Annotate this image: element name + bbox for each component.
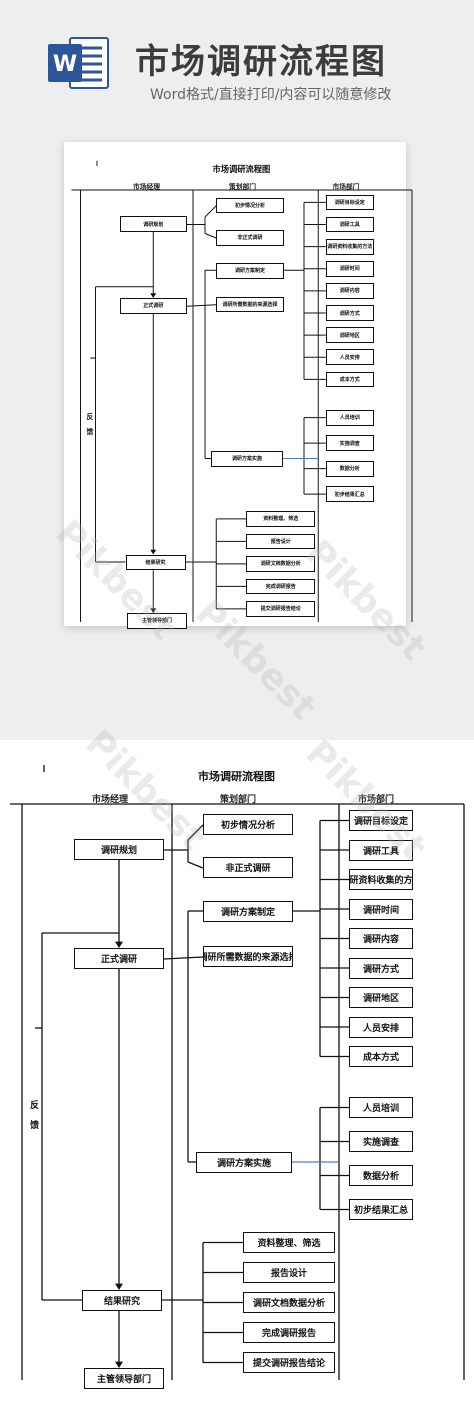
node-preliminary-analysis: 初步情况分析 bbox=[216, 197, 284, 214]
feedback-label: 反 bbox=[86, 412, 94, 421]
node-formal-research: 正式调研 bbox=[74, 948, 164, 969]
flowchart-title: 市场调研流程图 bbox=[198, 770, 275, 783]
arrow-head-icon bbox=[115, 1283, 123, 1290]
node-implement-item: 实施调查 bbox=[349, 1131, 413, 1152]
node-design-item: 调研地区 bbox=[349, 987, 413, 1008]
connector-formal-source bbox=[186, 304, 217, 307]
node-implement-item: 数据分析 bbox=[325, 460, 374, 477]
flowchart-thumbnail: 市场调研流程图市场经理策划部门市场部门调研规划正式调研结果研究主管领导部门反馈初… bbox=[64, 142, 420, 629]
node-result-item: 资料整理、筛选 bbox=[243, 1232, 335, 1253]
node-design-item: 调研目标设定 bbox=[325, 194, 374, 211]
node-formal-research: 正式调研 bbox=[119, 298, 187, 314]
node-result-item: 调研文档数据分析 bbox=[246, 556, 316, 572]
connector-plan-branch bbox=[187, 824, 204, 841]
lane-label-market-dept: 市场部门 bbox=[332, 183, 360, 191]
connector-plan-branch bbox=[187, 861, 204, 869]
arrow-head-icon bbox=[150, 549, 157, 555]
node-result-item: 完成调研报告 bbox=[246, 578, 316, 595]
node-design-item: 调研时间 bbox=[349, 898, 413, 920]
connector-plan-branch bbox=[204, 233, 217, 239]
node-submit-leadership: 主管领导部门 bbox=[127, 613, 187, 629]
node-implement-item: 人员培训 bbox=[325, 409, 374, 426]
node-result-item: 调研文档数据分析 bbox=[243, 1292, 335, 1313]
connector-plan-branch bbox=[204, 205, 217, 218]
document-thumbnail: 市场调研流程图市场经理策划部门市场部门调研规划正式调研结果研究主管领导部门反馈初… bbox=[64, 142, 413, 629]
node-design-item: 调研时间 bbox=[325, 260, 374, 277]
arrow-head-icon bbox=[150, 293, 157, 298]
node-submit-leadership: 主管领导部门 bbox=[84, 1368, 164, 1389]
node-design-item: 调研资料收集的方法 bbox=[349, 869, 413, 890]
node-preliminary-analysis: 初步情况分析 bbox=[203, 814, 293, 835]
node-design-item: 调研内容 bbox=[325, 283, 374, 299]
flowchart-title: 市场调研流程图 bbox=[212, 164, 271, 174]
lane-label-market-manager: 市场经理 bbox=[92, 795, 129, 805]
lane-label-market-dept: 市场部门 bbox=[358, 795, 395, 805]
node-research-plan: 调研规划 bbox=[74, 839, 164, 860]
node-plan-implement: 调研方案实施 bbox=[211, 451, 283, 467]
flowchart: 市场调研流程图市场经理策划部门市场部门调研规划正式调研结果研究主管领导部门反馈初… bbox=[0, 740, 474, 1389]
banner-title: 市场调研流程图 bbox=[135, 42, 387, 82]
node-design-item: 人员安排 bbox=[349, 1016, 413, 1038]
node-research-plan: 调研规划 bbox=[119, 216, 187, 232]
node-design-item: 调研工具 bbox=[349, 839, 413, 861]
node-implement-item: 人员培训 bbox=[349, 1097, 413, 1118]
word-icon-letter: W bbox=[53, 52, 77, 77]
node-implement-item: 数据分析 bbox=[349, 1165, 413, 1186]
node-plan-implement: 调研方案实施 bbox=[196, 1152, 292, 1173]
node-result-study: 结果研究 bbox=[82, 1290, 162, 1311]
lane-label-market-manager: 市场经理 bbox=[133, 183, 161, 191]
node-implement-item: 初步结果汇总 bbox=[325, 486, 374, 502]
node-design-item: 成本方式 bbox=[349, 1046, 413, 1067]
node-design-item: 调研地区 bbox=[325, 327, 374, 343]
connector-lines bbox=[10, 765, 465, 1380]
node-design-item: 人员安排 bbox=[325, 349, 374, 366]
node-implement-item: 初步结果汇总 bbox=[349, 1199, 413, 1220]
node-plan-design: 调研方案制定 bbox=[216, 262, 284, 279]
node-data-source: 调研所需数据的来源选择 bbox=[216, 296, 284, 313]
node-result-item: 提交调研报告结论 bbox=[246, 601, 316, 617]
node-result-item: 报告设计 bbox=[243, 1262, 335, 1283]
preview-banner: W 市场调研流程图 Word格式/直接打印/内容可以随意修改 市场调研流程图市场… bbox=[0, 0, 474, 740]
node-design-item: 调研方式 bbox=[349, 957, 413, 979]
document-page: 市场调研流程图市场经理策划部门市场部门调研规划正式调研结果研究主管领导部门反馈初… bbox=[0, 722, 474, 1411]
node-result-item: 资料整理、筛选 bbox=[246, 511, 316, 527]
node-plan-design: 调研方案制定 bbox=[203, 901, 293, 922]
node-result-item: 完成调研报告 bbox=[243, 1322, 335, 1343]
node-design-item: 调研目标设定 bbox=[349, 810, 413, 831]
feedback-label: 馈 bbox=[86, 427, 94, 436]
node-implement-item: 实施调查 bbox=[325, 435, 374, 451]
node-design-item: 调研资料收集的方法 bbox=[325, 238, 374, 255]
connector-formal-source bbox=[163, 956, 204, 960]
node-result-item: 提交调研报告结论 bbox=[243, 1352, 335, 1373]
connector-lines bbox=[71, 160, 413, 622]
node-design-item: 调研内容 bbox=[349, 928, 413, 949]
node-design-item: 成本方式 bbox=[325, 371, 374, 388]
arrow-head-icon bbox=[115, 1361, 123, 1368]
feedback-label: 馈 bbox=[30, 1121, 40, 1131]
node-informal-research: 非正式调研 bbox=[203, 857, 293, 878]
feedback-label: 反 bbox=[30, 1101, 40, 1111]
arrow-head-icon bbox=[150, 608, 157, 613]
node-design-item: 调研方式 bbox=[325, 305, 374, 321]
node-data-source: 调研所需数据的来源选择 bbox=[203, 946, 293, 967]
node-informal-research: 非正式调研 bbox=[216, 229, 284, 246]
lane-label-planning: 策划部门 bbox=[229, 183, 257, 191]
node-design-item: 调研工具 bbox=[325, 216, 374, 233]
node-result-item: 报告设计 bbox=[246, 533, 316, 550]
node-result-study: 结果研究 bbox=[125, 554, 186, 571]
lane-label-planning: 策划部门 bbox=[220, 795, 257, 805]
banner-subtitle: Word格式/直接打印/内容可以随意修改 bbox=[150, 87, 392, 103]
word-document-icon: W bbox=[48, 37, 109, 89]
arrow-head-icon bbox=[115, 941, 123, 948]
